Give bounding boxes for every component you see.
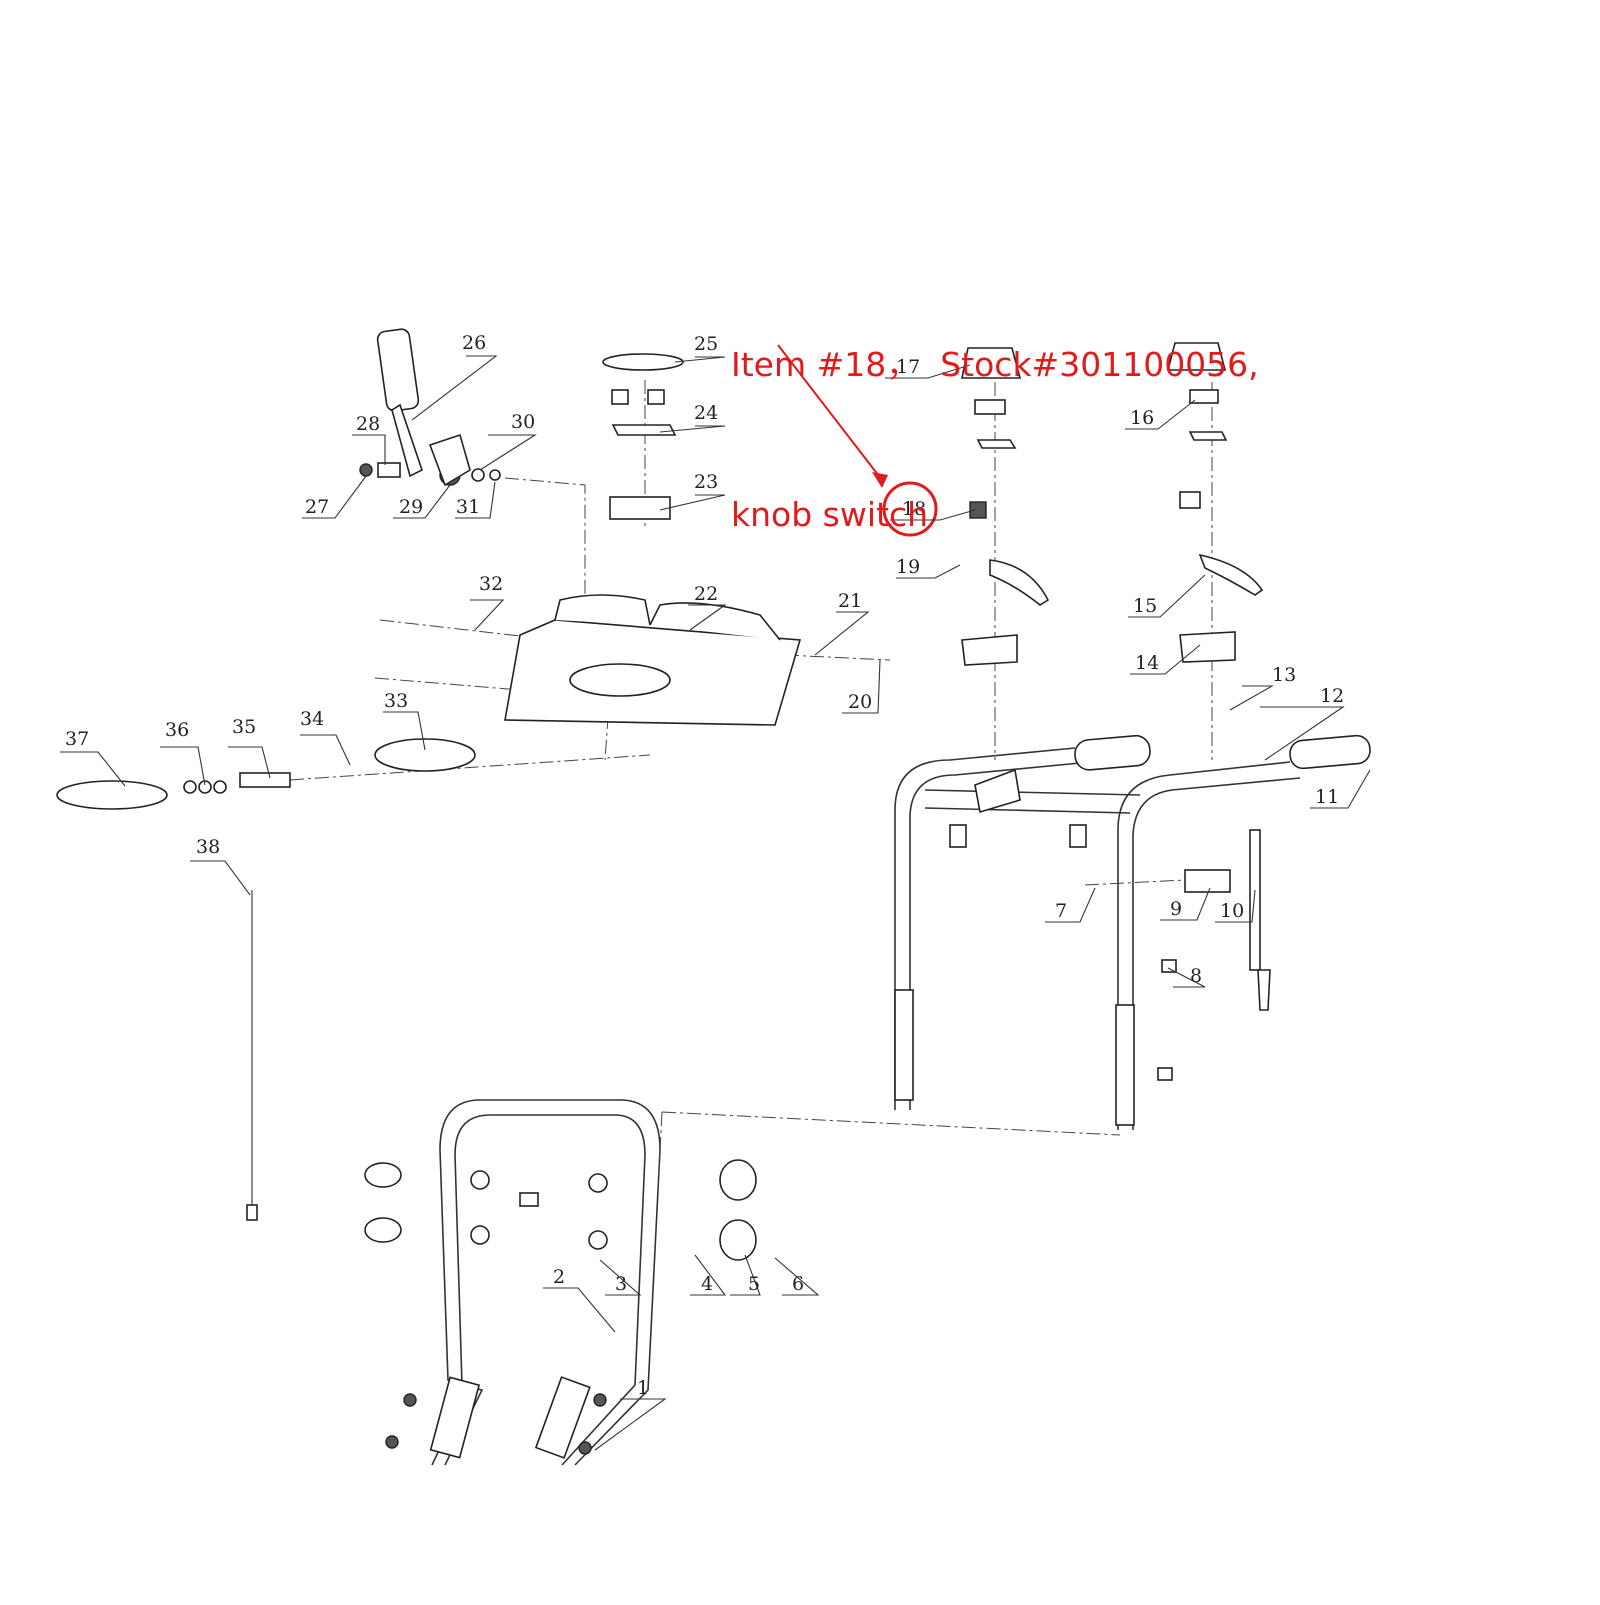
- callout-21: 21: [838, 590, 862, 612]
- switch-stack-17: [961, 347, 1050, 666]
- callout-6: 6: [792, 1273, 804, 1295]
- callout-7: 7: [1055, 900, 1067, 922]
- callout-8: 8: [1190, 965, 1202, 987]
- callout-23: 23: [694, 471, 718, 493]
- callout-20: 20: [848, 691, 872, 713]
- callout-15: 15: [1133, 595, 1157, 617]
- callout-34: 34: [300, 708, 324, 730]
- callout-10: 10: [1220, 900, 1244, 922]
- callout-11: 11: [1315, 786, 1339, 808]
- item-annotation: Item #18， Stock#301100056, knob switch: [731, 240, 1259, 590]
- knob-switch: [969, 501, 987, 519]
- callout-35: 35: [232, 716, 256, 738]
- leader-lines: [60, 355, 1371, 1451]
- lower-handle-frame: [429, 1099, 661, 1466]
- upper-handle-frame: [894, 734, 1371, 1130]
- callout-2: 2: [553, 1266, 565, 1288]
- annotation-arrow: [777, 344, 888, 488]
- callout-38: 38: [196, 836, 220, 858]
- callout-30: 30: [511, 411, 535, 433]
- annotation-line-1: Item #18， Stock#301100056,: [731, 345, 1259, 384]
- callout-12: 12: [1320, 685, 1344, 707]
- left-switch-stack: [602, 353, 684, 520]
- callout-29: 29: [399, 496, 423, 518]
- switch-stack-16: [1166, 342, 1264, 663]
- callout-36: 36: [165, 719, 189, 741]
- callout-27: 27: [305, 496, 329, 518]
- callout-31: 31: [456, 496, 480, 518]
- shift-lever: [359, 328, 501, 487]
- callout-25: 25: [694, 333, 718, 355]
- item-18-highlight-circle: [882, 481, 938, 537]
- callout-9: 9: [1170, 898, 1182, 920]
- callout-24: 24: [694, 402, 718, 424]
- callout-3: 3: [615, 1273, 627, 1295]
- callout-labels: 1 2 3 4 5 6 7 8 9 10 11 12 13 14 15 16 1…: [65, 332, 1344, 1399]
- annotation-line-2: knob switch: [731, 495, 929, 534]
- callout-13: 13: [1272, 664, 1296, 686]
- callout-37: 37: [65, 728, 89, 750]
- callout-5: 5: [748, 1273, 760, 1295]
- callout-4: 4: [701, 1273, 713, 1295]
- callout-19: 19: [896, 556, 920, 578]
- callout-33: 33: [384, 690, 408, 712]
- callout-14: 14: [1135, 652, 1159, 674]
- callout-18: 18: [902, 498, 926, 520]
- callout-26: 26: [462, 332, 486, 354]
- misc-parts: [56, 738, 1271, 1455]
- callout-22: 22: [694, 583, 718, 605]
- callout-16: 16: [1130, 407, 1154, 429]
- callout-17: 17: [896, 356, 920, 378]
- callout-28: 28: [356, 413, 380, 435]
- callout-32: 32: [479, 573, 503, 595]
- control-panel: [504, 594, 802, 726]
- callout-1: 1: [637, 1377, 649, 1399]
